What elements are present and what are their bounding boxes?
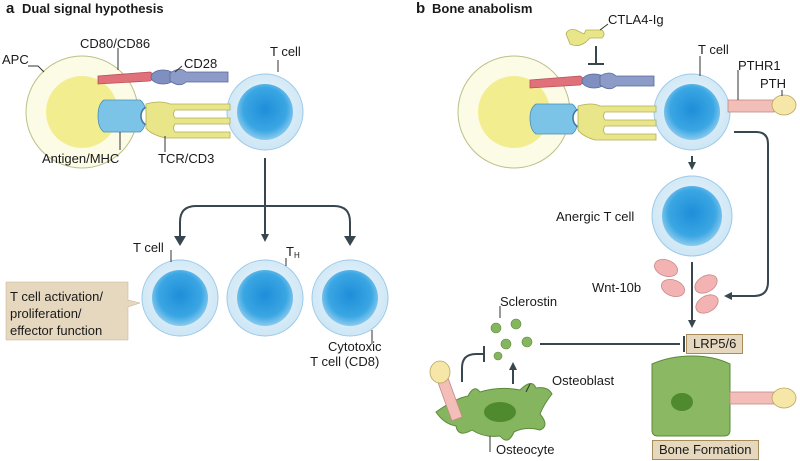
- callout-shape: [5, 281, 141, 341]
- osteoblast-label: Osteoblast: [552, 373, 615, 388]
- apc-label: APC: [2, 52, 29, 67]
- sclerostin-dots: [490, 318, 533, 361]
- apc-cell: [25, 55, 139, 169]
- anergic-t-cell: [651, 175, 733, 257]
- osteocyte-ligand: [429, 360, 451, 384]
- antigen-mhc-label: Antigen/MHC: [42, 151, 120, 166]
- daughter-t-cell: [141, 259, 219, 337]
- leader-lines-a: [28, 48, 373, 344]
- pthr1-receptor: [727, 99, 775, 113]
- cd80-cd86-label: CD80/CD86: [80, 36, 151, 51]
- th-label: TH: [286, 244, 300, 260]
- arrowhead-right: [344, 236, 356, 246]
- branch-arrows-a: [179, 158, 351, 242]
- pth-ligand: [771, 94, 797, 116]
- tcr-molecule-b: [577, 103, 657, 141]
- mhc-molecule-b: [529, 103, 579, 135]
- cd28-molecule-b: [581, 72, 655, 90]
- t-cell-label: T cell: [270, 44, 301, 59]
- panel-b-letter: b: [416, 0, 426, 17]
- osteoblast-cell: [651, 355, 731, 437]
- arrowhead-left: [174, 236, 186, 246]
- osteocyte-label: Osteocyte: [496, 442, 555, 457]
- ctla4-ig-molecule: [565, 29, 605, 46]
- mhc-molecule: [97, 99, 147, 133]
- daughter-cytotoxic-cell: [311, 259, 389, 337]
- leader-lines-b: [489, 23, 783, 452]
- osteoblast-ligand: [771, 387, 797, 409]
- lrp56-label: LRP5/6: [686, 334, 744, 354]
- cytotoxic-label: Cytotoxic T cell (CD8): [310, 339, 382, 369]
- tcr-cd3-label: TCR/CD3: [158, 151, 215, 166]
- daughter-th-cell: [226, 259, 304, 337]
- osteoblast-receptor: [729, 391, 775, 405]
- cd28-label: CD28: [184, 56, 218, 71]
- wnt-10b-label: Wnt-10b: [592, 280, 642, 295]
- tcr-molecule: [145, 101, 231, 139]
- t-cell-b: [653, 73, 731, 151]
- bone-formation-label: Bone Formation: [652, 440, 759, 460]
- ctla4-ig-label: CTLA4-Ig: [608, 12, 664, 27]
- wnt-10b-particles: [653, 259, 719, 314]
- sclerostin-label: Sclerostin: [500, 294, 558, 309]
- pthr1-label: PTHR1: [738, 58, 781, 73]
- cd28-molecule: [150, 68, 229, 86]
- panel-a-title: Dual signal hypothesis: [22, 1, 164, 16]
- t-cell-b-label: T cell: [698, 42, 729, 57]
- arrows-b: [461, 131, 769, 384]
- osteocyte-cell: [435, 383, 553, 441]
- daughter-t-cell-label: T cell: [133, 240, 164, 255]
- anergic-t-cell-label: Anergic T cell: [556, 209, 635, 224]
- panel-b-title: Bone anabolism: [432, 1, 533, 16]
- panel-a-letter: a: [6, 0, 15, 17]
- t-cell-a: [226, 73, 304, 151]
- pth-label: PTH: [760, 76, 786, 91]
- callout-text: T cell activation/ proliferation/ effect…: [10, 289, 103, 338]
